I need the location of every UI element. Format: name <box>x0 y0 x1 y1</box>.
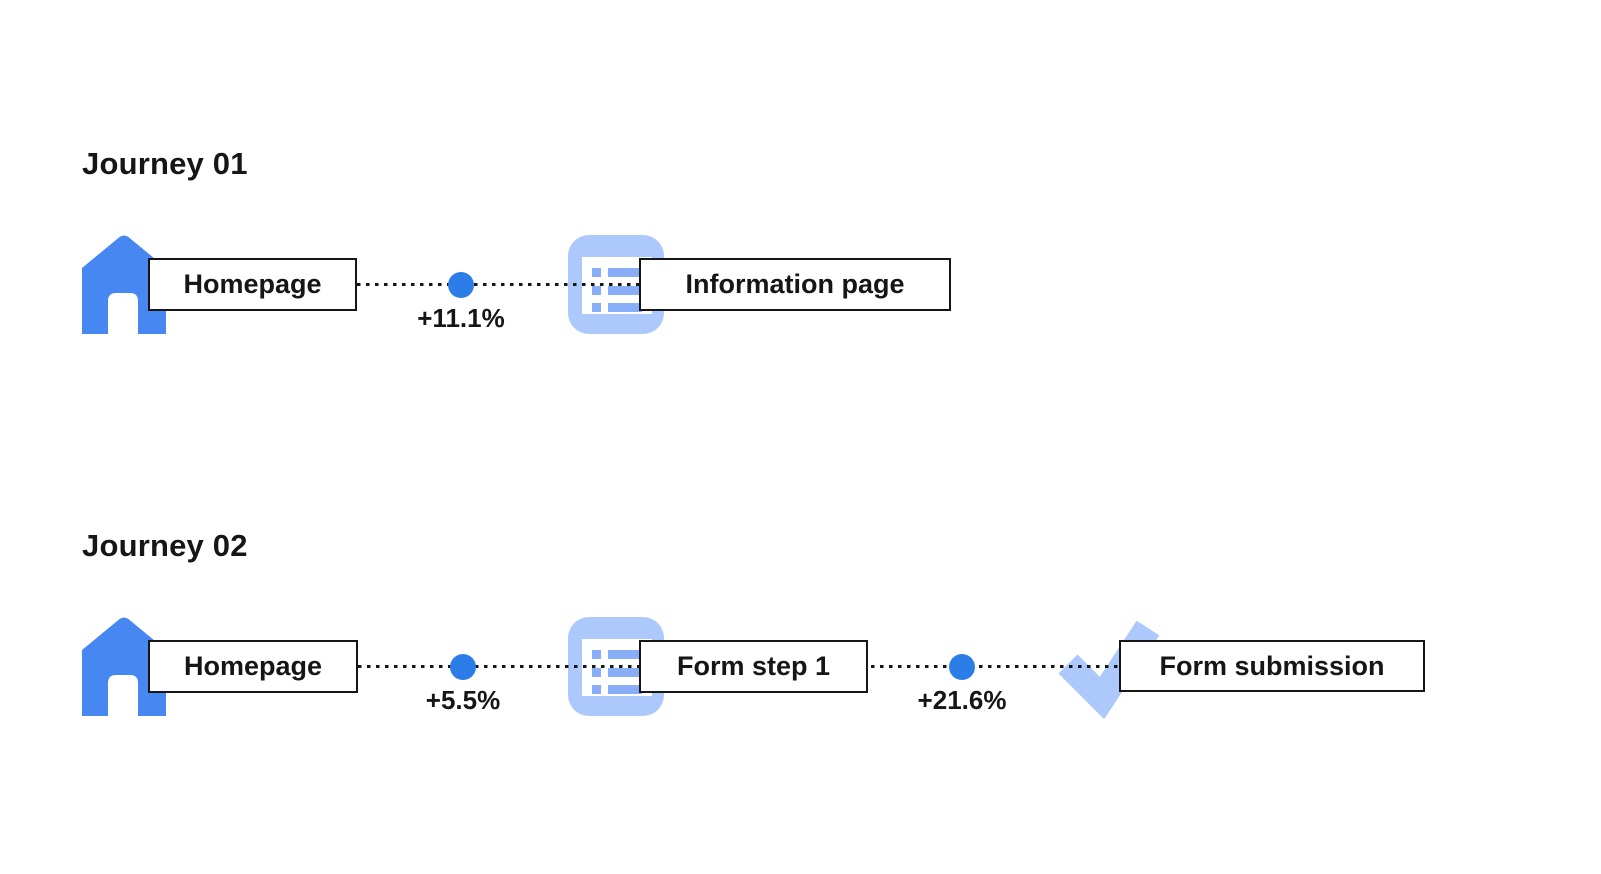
journey-01-step-information-page: Information page <box>639 258 951 311</box>
journey-02-step-homepage: Homepage <box>148 640 358 693</box>
home-icon <box>80 234 168 334</box>
journey-02-transition-value-2: +21.6% <box>917 685 1007 715</box>
home-icon <box>80 616 168 716</box>
journey-02-step-form-step-1: Form step 1 <box>639 640 868 693</box>
journey-02-transition-value-1: +5.5% <box>425 685 501 715</box>
journey-01-title: Journey 01 <box>82 146 248 181</box>
step-label: Information page <box>685 269 905 299</box>
journey-01-step-homepage: Homepage <box>148 258 357 311</box>
journey-01-transition-dot <box>448 272 474 298</box>
journey-02-title: Journey 02 <box>82 528 248 563</box>
journey-02-transition-dot-1 <box>450 654 476 680</box>
step-label: Form submission <box>1159 650 1385 681</box>
step-label: Form step 1 <box>676 651 831 681</box>
step-label: Homepage <box>183 651 323 681</box>
journey-02-step-form-submission: Form submission <box>1119 640 1425 692</box>
journey-02-transition-dot-2 <box>949 654 975 680</box>
step-label: Homepage <box>183 269 322 299</box>
journey-01-transition-value: +11.1% <box>417 303 505 333</box>
journey-01-connector-line <box>357 283 639 286</box>
